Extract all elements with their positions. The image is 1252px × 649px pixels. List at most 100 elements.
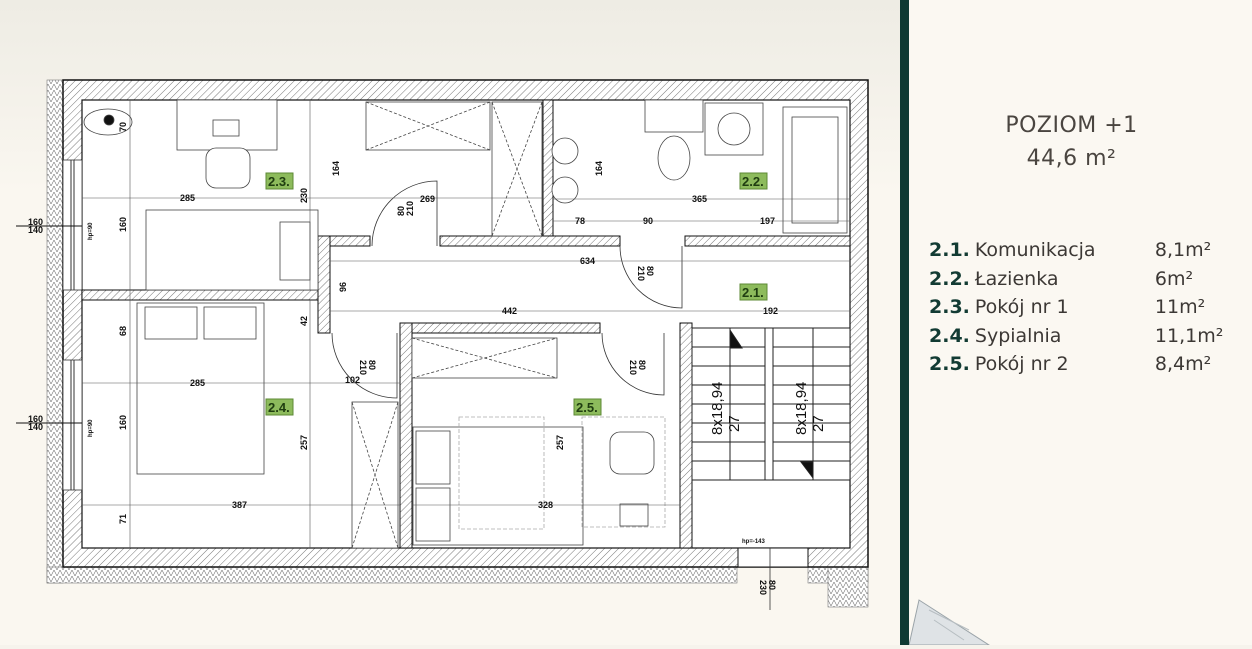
dim: 285 [190,378,205,388]
svg-text:8x18,94: 8x18,94 [793,382,810,435]
svg-text:hp=90: hp=90 [88,419,94,437]
insulation-left [46,79,64,584]
window-2 [62,359,83,491]
dim: 164 [594,161,604,176]
room-name: Łazienka [974,267,1059,290]
dim: 78 [575,216,585,226]
accent-divider [900,0,909,645]
sink-1 [551,137,579,165]
total-area: 44,6 m² [1026,146,1117,171]
room-item: 2.1.Komunikacja 8,1m² [929,236,1229,265]
dimension-labels: 70 160 285 230 164 269 164 365 78 90 197… [118,122,778,524]
dim: 96 [338,282,348,292]
dim: 160 [118,217,128,232]
room-number: 2.5. [929,353,970,376]
dim: 257 [299,435,309,450]
room-area: 6m² [1154,267,1194,290]
room-area: 11m² [1154,296,1206,319]
dim: 197 [760,216,775,226]
room-name: Komunikacja [974,239,1096,262]
room-name: Pokój nr 1 [974,296,1069,319]
room-area: 11,1m² [1154,324,1224,347]
stair-labels: 8x18,94 27 8x18,94 27 [709,382,827,435]
dim: 70 [118,122,128,132]
floor-plan: 70 160 285 230 164 269 164 365 78 90 197… [0,0,900,645]
room-number: 2.4. [929,324,970,347]
staircase[interactable] [691,327,851,481]
laptop-2-5 [619,503,649,527]
dim: 164 [331,161,341,176]
building-render-thumbnail [909,599,990,645]
svg-text:160: 160 [28,414,43,424]
dim: 634 [580,256,595,266]
dim: 68 [118,326,128,336]
laptop-icon [212,119,240,137]
level-title: POZIOM +1 [1005,113,1138,138]
svg-text:80: 80 [637,360,647,370]
dim: 42 [299,316,309,326]
dim: 442 [502,306,517,316]
toilet-tank [644,99,704,133]
svg-text:2.3.: 2.3. [268,174,290,189]
svg-text:140: 140 [28,422,43,432]
dim: 387 [232,500,247,510]
svg-text:140: 140 [28,225,43,235]
room-area: 8,1m² [1154,239,1212,262]
room-label-2-4: 2.4. [265,398,294,416]
dim: 160 [118,415,128,430]
dim: 365 [692,194,707,204]
interior-walls [81,99,851,568]
svg-text:210: 210 [358,360,368,375]
chair-2-5 [609,431,655,475]
svg-text:160: 160 [28,217,43,227]
svg-text:2.5.: 2.5. [576,400,598,415]
room-label-2-3: 2.3. [265,172,294,190]
svg-text:27: 27 [726,415,743,432]
room-name: Sypialnia [974,324,1062,347]
svg-text:80: 80 [367,360,377,370]
room-item: 2.5.Pokój nr 2 8,4m² [929,350,1229,379]
svg-text:hp=90: hp=90 [88,222,94,240]
svg-text:80: 80 [645,266,655,276]
dim: 90 [643,216,653,226]
dim: 71 [118,514,128,524]
svg-text:230: 230 [758,580,768,595]
dim: 102 [345,375,360,385]
floor-plan-drawing: 70 160 285 230 164 269 164 365 78 90 197… [16,79,869,610]
room-label-2-5: 2.5. [573,398,602,416]
room-item: 2.2.Łazienka 6m² [929,265,1229,294]
room-number: 2.1. [929,239,970,262]
svg-text:80: 80 [767,580,777,590]
dim: 285 [180,193,195,203]
room-label-2-1: 2.1. [739,283,768,301]
furniture [83,99,848,549]
room-label-2-2: 2.2. [739,172,768,190]
room-area: 8,4m² [1154,353,1212,376]
svg-text:hp=-143: hp=-143 [742,539,766,545]
svg-text:2.4.: 2.4. [268,400,290,415]
dim: 269 [420,194,435,204]
info-panel: POZIOM +1 44,6 m² 2.1.Komunikacja 8,1m² 2… [909,0,1252,645]
dim: 230 [299,188,309,203]
room-name: Pokój nr 2 [974,353,1069,376]
svg-text:80: 80 [396,206,406,216]
svg-text:2.1.: 2.1. [742,285,764,300]
svg-text:210: 210 [636,266,646,281]
svg-text:8x18,94: 8x18,94 [709,382,726,435]
insulation-bottom [46,566,738,584]
dim: 257 [555,435,565,450]
dim: 192 [763,306,778,316]
room-number: 2.2. [929,267,970,290]
chair-1 [205,147,251,189]
room-item: 2.4.Sypialnia 11,1m² [929,322,1229,351]
svg-text:2.2.: 2.2. [742,174,764,189]
sink-2 [551,176,579,204]
svg-text:210: 210 [628,360,638,375]
toilet [657,135,691,181]
dim: 328 [538,500,553,510]
svg-text:210: 210 [405,201,415,216]
